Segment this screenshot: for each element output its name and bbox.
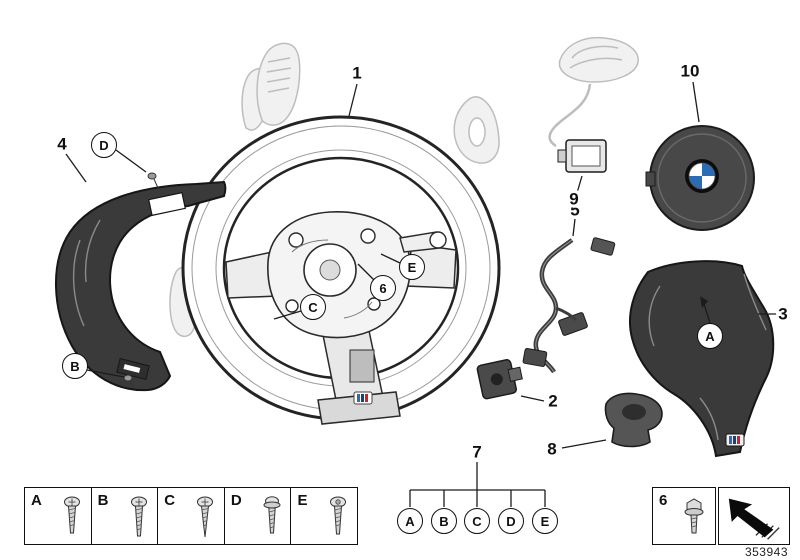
legend-box-label: C: [164, 492, 176, 509]
legend-box-c[interactable]: C: [157, 487, 226, 545]
hex-bolt-icon: [684, 498, 704, 534]
callout-number-7[interactable]: 7: [470, 442, 484, 462]
shift-paddle-ghost-left: [241, 42, 301, 131]
cross-reference-arrow-icon: [728, 498, 780, 540]
callout-letter-c[interactable]: C: [300, 294, 326, 320]
callout-number-10[interactable]: 10: [678, 61, 702, 81]
callout-letter-d[interactable]: D: [91, 132, 117, 158]
leader-lines: [65, 81, 776, 507]
legend-box-d[interactable]: D: [223, 487, 292, 545]
legend-box-b[interactable]: B: [90, 487, 159, 545]
legend-row: A B C: [24, 487, 359, 545]
group7-letter-d[interactable]: D: [498, 508, 524, 534]
legend-box-label: D: [230, 492, 242, 509]
legend-box-label: E: [297, 492, 308, 509]
wiring-harness-drawing: [522, 237, 616, 374]
shift-paddle-ghost-right: [548, 36, 639, 148]
screw-icon: [330, 496, 347, 535]
callout-letter-e[interactable]: E: [399, 254, 425, 280]
callout-number-1[interactable]: 1: [350, 63, 364, 83]
callout-number-9[interactable]: 9: [567, 189, 581, 209]
lower-cover-drawing: [604, 392, 663, 448]
legend-box-label: A: [31, 492, 42, 509]
screw-icon: [197, 496, 214, 538]
cross-reference-box[interactable]: [718, 487, 790, 545]
group7-letter-e[interactable]: E: [532, 508, 558, 534]
control-module-drawing: [557, 139, 607, 173]
callout-number-3[interactable]: 3: [776, 304, 790, 324]
legend-box-a[interactable]: A: [24, 487, 92, 545]
legend-box-6[interactable]: 6: [652, 487, 716, 545]
callout-number-8[interactable]: 8: [545, 439, 559, 459]
right-cover-drawing: [628, 260, 775, 458]
callout-letter-b[interactable]: B: [62, 353, 88, 379]
legend-box-label: B: [97, 492, 109, 509]
screw-icon: [130, 496, 147, 537]
legend-box-e[interactable]: E: [290, 487, 359, 545]
left-cover-drawing: [55, 172, 227, 392]
screw-icon: [64, 496, 80, 534]
callout-letter-a[interactable]: A: [697, 323, 723, 349]
group7-letter-c[interactable]: C: [464, 508, 490, 534]
bracket-ghost-mid: [453, 96, 500, 164]
airbag-drawing: [645, 125, 755, 231]
callout-number-2[interactable]: 2: [546, 391, 560, 411]
callout-number-4[interactable]: 4: [55, 134, 69, 154]
drawing-number: 353943: [744, 545, 788, 559]
sensor-drawing: [476, 359, 523, 400]
screw-icon: [263, 496, 281, 534]
group7-letter-a[interactable]: A: [397, 508, 423, 534]
legend-box-label: 6: [659, 492, 668, 509]
group7-letter-b[interactable]: B: [431, 508, 457, 534]
bmw-roundel-icon: [685, 159, 719, 193]
callout-number-6[interactable]: 6: [370, 275, 396, 301]
